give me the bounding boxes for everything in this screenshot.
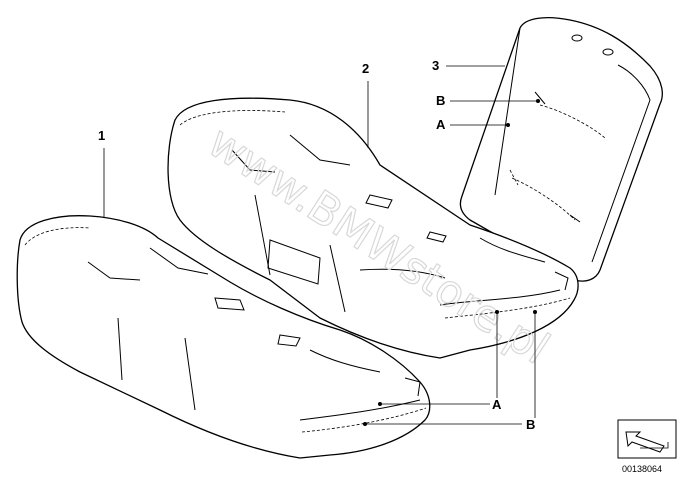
leader-dot [495, 310, 499, 314]
callouts: 1 2 3 B A A B [98, 58, 540, 432]
callout-cushion-b: B [526, 417, 535, 432]
leader-dot [506, 123, 510, 127]
callout-backrest-a: A [436, 117, 446, 132]
callout-backrest-b: B [436, 93, 445, 108]
callout-part-1: 1 [98, 128, 105, 143]
callout-part-2: 2 [362, 61, 369, 76]
direction-badge: 00138064 [617, 419, 677, 474]
seat-cover-2 [167, 97, 579, 359]
backrest-cover [459, 17, 663, 282]
leader-dot [363, 422, 367, 426]
part-number: 00138064 [622, 464, 662, 474]
leader-dot [536, 99, 540, 103]
arrow-icon [625, 431, 669, 453]
leader-dot [378, 402, 382, 406]
callout-cushion-a: A [492, 397, 502, 412]
callout-part-3: 3 [432, 58, 439, 73]
leader-dot [533, 310, 537, 314]
